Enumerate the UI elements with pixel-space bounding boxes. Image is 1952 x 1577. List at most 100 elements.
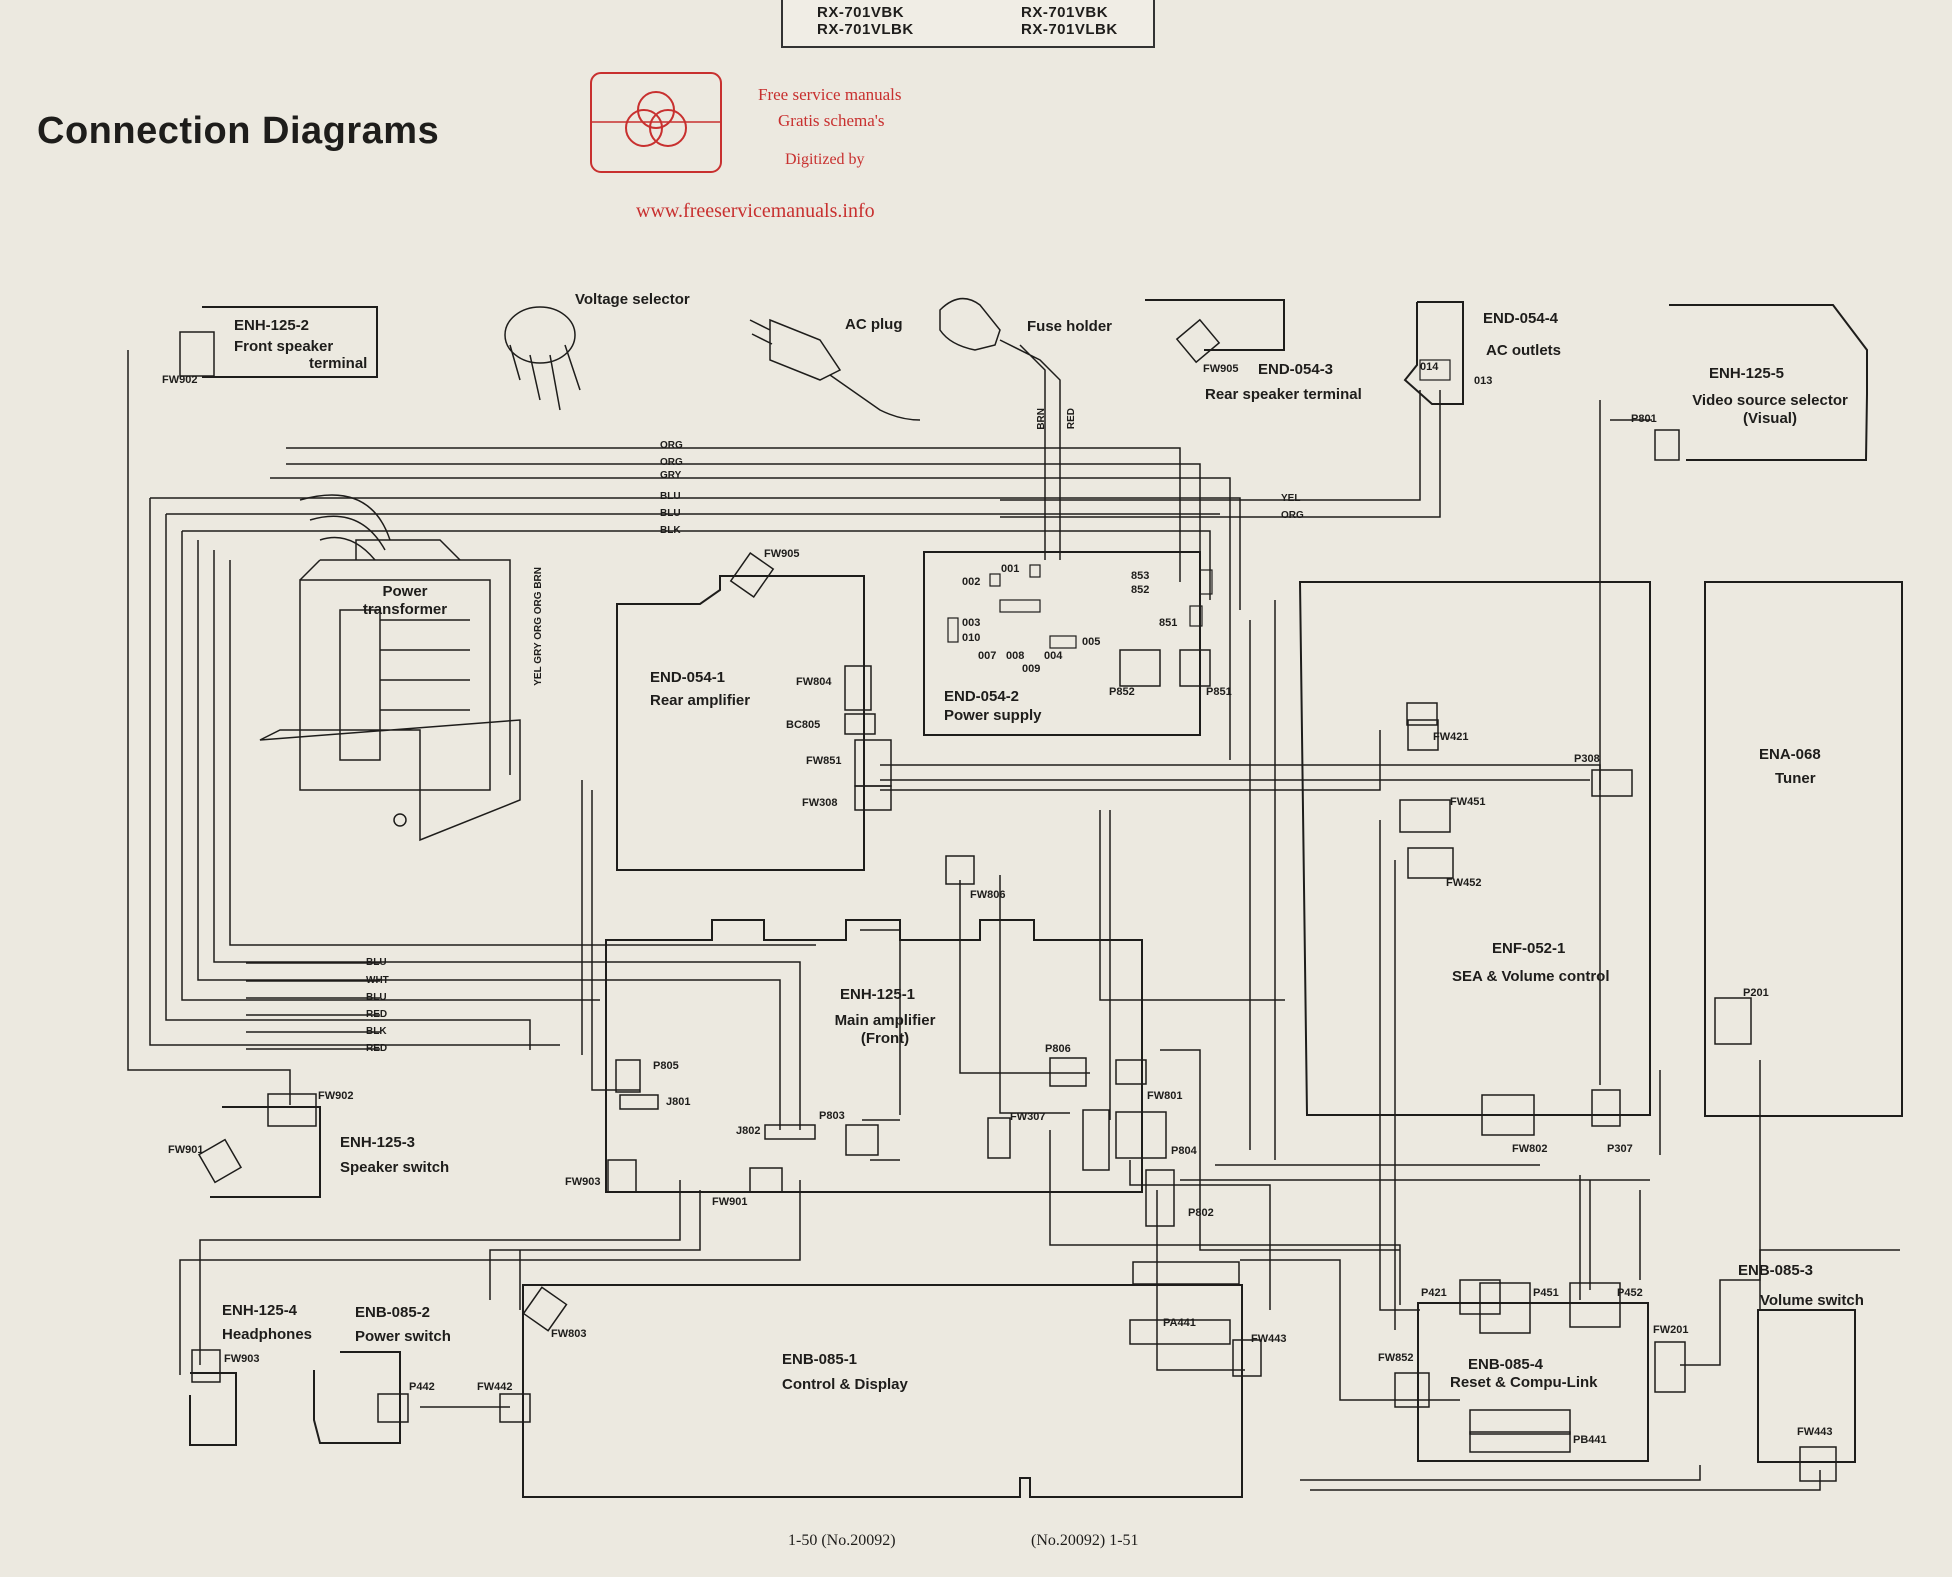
- connector-label: PB441: [1573, 1434, 1607, 1446]
- volume-switch-board-name: Volume switch: [1760, 1292, 1864, 1309]
- connector-label: FW443: [1251, 1333, 1287, 1345]
- connector-label: FW806: [970, 889, 1006, 901]
- sea-volume-board: [1298, 581, 1651, 1116]
- ac-outlets-board: [1403, 301, 1464, 405]
- terminal-label: 010: [962, 632, 981, 644]
- connector-label: FW905: [1203, 363, 1239, 375]
- front-speaker-board-code: ENH-125-2: [234, 317, 310, 334]
- terminal-label: 004: [1044, 650, 1063, 662]
- volume-switch-board: [1757, 1309, 1856, 1463]
- fuse-lead-red: RED: [1066, 408, 1077, 430]
- front-speaker-board-name-1: Front speaker: [234, 338, 334, 355]
- wire-label: BLU: [366, 992, 387, 1003]
- video-source-board: [1669, 304, 1868, 461]
- video-source-board-name: Video source selector (Visual): [1680, 392, 1860, 428]
- power-transformer-label-2: transformer: [362, 601, 448, 618]
- model-left-2: RX-701VLBK: [817, 21, 914, 38]
- terminal-label: 001: [1001, 563, 1020, 575]
- wire-label: ORG: [660, 457, 683, 468]
- connector-label: FW902: [162, 374, 198, 386]
- wire-label: BLU: [366, 957, 387, 968]
- ac-plug-label: AC plug: [845, 316, 903, 333]
- front-speaker-board: [202, 306, 378, 378]
- speaker-switch-board-code: ENH-125-3: [340, 1134, 416, 1151]
- page-number-left: 1-50 (No.20092): [788, 1532, 896, 1549]
- voltage-selector-label: Voltage selector: [575, 291, 690, 308]
- control-display-board: [522, 1284, 1243, 1498]
- wire-label: BLU: [660, 508, 681, 519]
- connector-label: FW905: [764, 548, 800, 560]
- terminal-label: 852: [1131, 584, 1150, 596]
- connector-label: P802: [1188, 1207, 1214, 1219]
- terminal-label: 005: [1082, 636, 1101, 648]
- tuner-board: [1704, 581, 1903, 1117]
- connector-label: FW308: [802, 797, 838, 809]
- connector-label: J801: [666, 1096, 691, 1108]
- terminal-label: 007: [978, 650, 997, 662]
- connector-label: P805: [653, 1060, 679, 1072]
- terminal-label: 003: [962, 617, 981, 629]
- ac-outlets-board-name: AC outlets: [1486, 342, 1561, 359]
- power-switch-board: [313, 1351, 401, 1444]
- video-source-board-code: ENH-125-5: [1709, 365, 1785, 382]
- model-right-2: RX-701VLBK: [1021, 21, 1118, 38]
- wire-label: BLK: [366, 1026, 387, 1037]
- connector-label: FW802: [1512, 1143, 1548, 1155]
- connector-label: J802: [736, 1125, 761, 1137]
- sea-volume-board-name: SEA & Volume control: [1452, 968, 1610, 985]
- watermark-line1: Free service manuals: [758, 85, 902, 104]
- watermark-line2: Gratis schema's: [778, 111, 885, 130]
- connector-label: FW852: [1378, 1352, 1414, 1364]
- rear-amp-board-code: END-054-1: [650, 669, 726, 686]
- watermark-line3: Digitized by: [785, 151, 865, 168]
- connector-label: FW443: [1797, 1426, 1833, 1438]
- wire-label: BLU: [660, 491, 681, 502]
- connector-label: FW442: [477, 1381, 513, 1393]
- terminal-label: 851: [1159, 617, 1178, 629]
- wire-label: BLK: [660, 525, 681, 536]
- connector-label: FW451: [1450, 796, 1486, 808]
- fuse-holder-label: Fuse holder: [1027, 318, 1113, 335]
- sea-volume-board-code: ENF-052-1: [1492, 940, 1566, 957]
- terminal-label: 853: [1131, 570, 1150, 582]
- speaker-switch-board-name: Speaker switch: [340, 1159, 450, 1176]
- connector-label: FW452: [1446, 877, 1482, 889]
- tuner-board-code: ENA-068: [1759, 746, 1821, 763]
- terminal-label: 014: [1420, 361, 1439, 373]
- rear-amp-board-name: Rear amplifier: [650, 692, 751, 709]
- connector-label: P852: [1109, 686, 1135, 698]
- connector-label: P801: [1631, 413, 1657, 425]
- connector-label: FW903: [565, 1176, 601, 1188]
- speaker-switch-board: [210, 1106, 321, 1198]
- front-speaker-board-name-2: terminal: [309, 355, 368, 372]
- connector-label: PA441: [1163, 1317, 1196, 1329]
- connector-label: FW851: [806, 755, 842, 767]
- model-left-1: RX-701VBK: [817, 4, 905, 21]
- connector-label: P451: [1533, 1287, 1559, 1299]
- connector-label: P851: [1206, 686, 1232, 698]
- main-amp-board-code: ENH-125-1: [840, 986, 916, 1003]
- rear-speaker-board-name: Rear speaker terminal: [1205, 386, 1362, 403]
- wire-label: RED: [366, 1009, 388, 1020]
- video-source-board-name-1: Video source selector: [1692, 392, 1848, 409]
- model-right-1: RX-701VBK: [1021, 4, 1109, 21]
- connector-label: P806: [1045, 1043, 1071, 1055]
- video-source-board-name-2: (Visual): [1743, 410, 1797, 427]
- model-header: RX-701VBK RX-701VLBK RX-701VBK RX-701VLB…: [781, 0, 1155, 48]
- connector-label: FW804: [796, 676, 832, 688]
- wire-label: YEL: [1281, 493, 1301, 504]
- connector-label: P442: [409, 1381, 435, 1393]
- wire-label: ORG: [1281, 510, 1304, 521]
- connector-label: FW421: [1433, 731, 1469, 743]
- power-switch-board-name: Power switch: [355, 1328, 451, 1345]
- main-amp-board-name-1: Main amplifier: [834, 1012, 936, 1029]
- connector-label: FW901: [168, 1144, 204, 1156]
- terminal-label: 013: [1474, 375, 1493, 387]
- control-display-board-code: ENB-085-1: [782, 1351, 858, 1368]
- connector-label: P804: [1171, 1145, 1197, 1157]
- power-supply-board-name: Power supply: [944, 707, 1042, 724]
- terminal-label: 002: [962, 576, 981, 588]
- headphones-board-code: ENH-125-4: [222, 1302, 298, 1319]
